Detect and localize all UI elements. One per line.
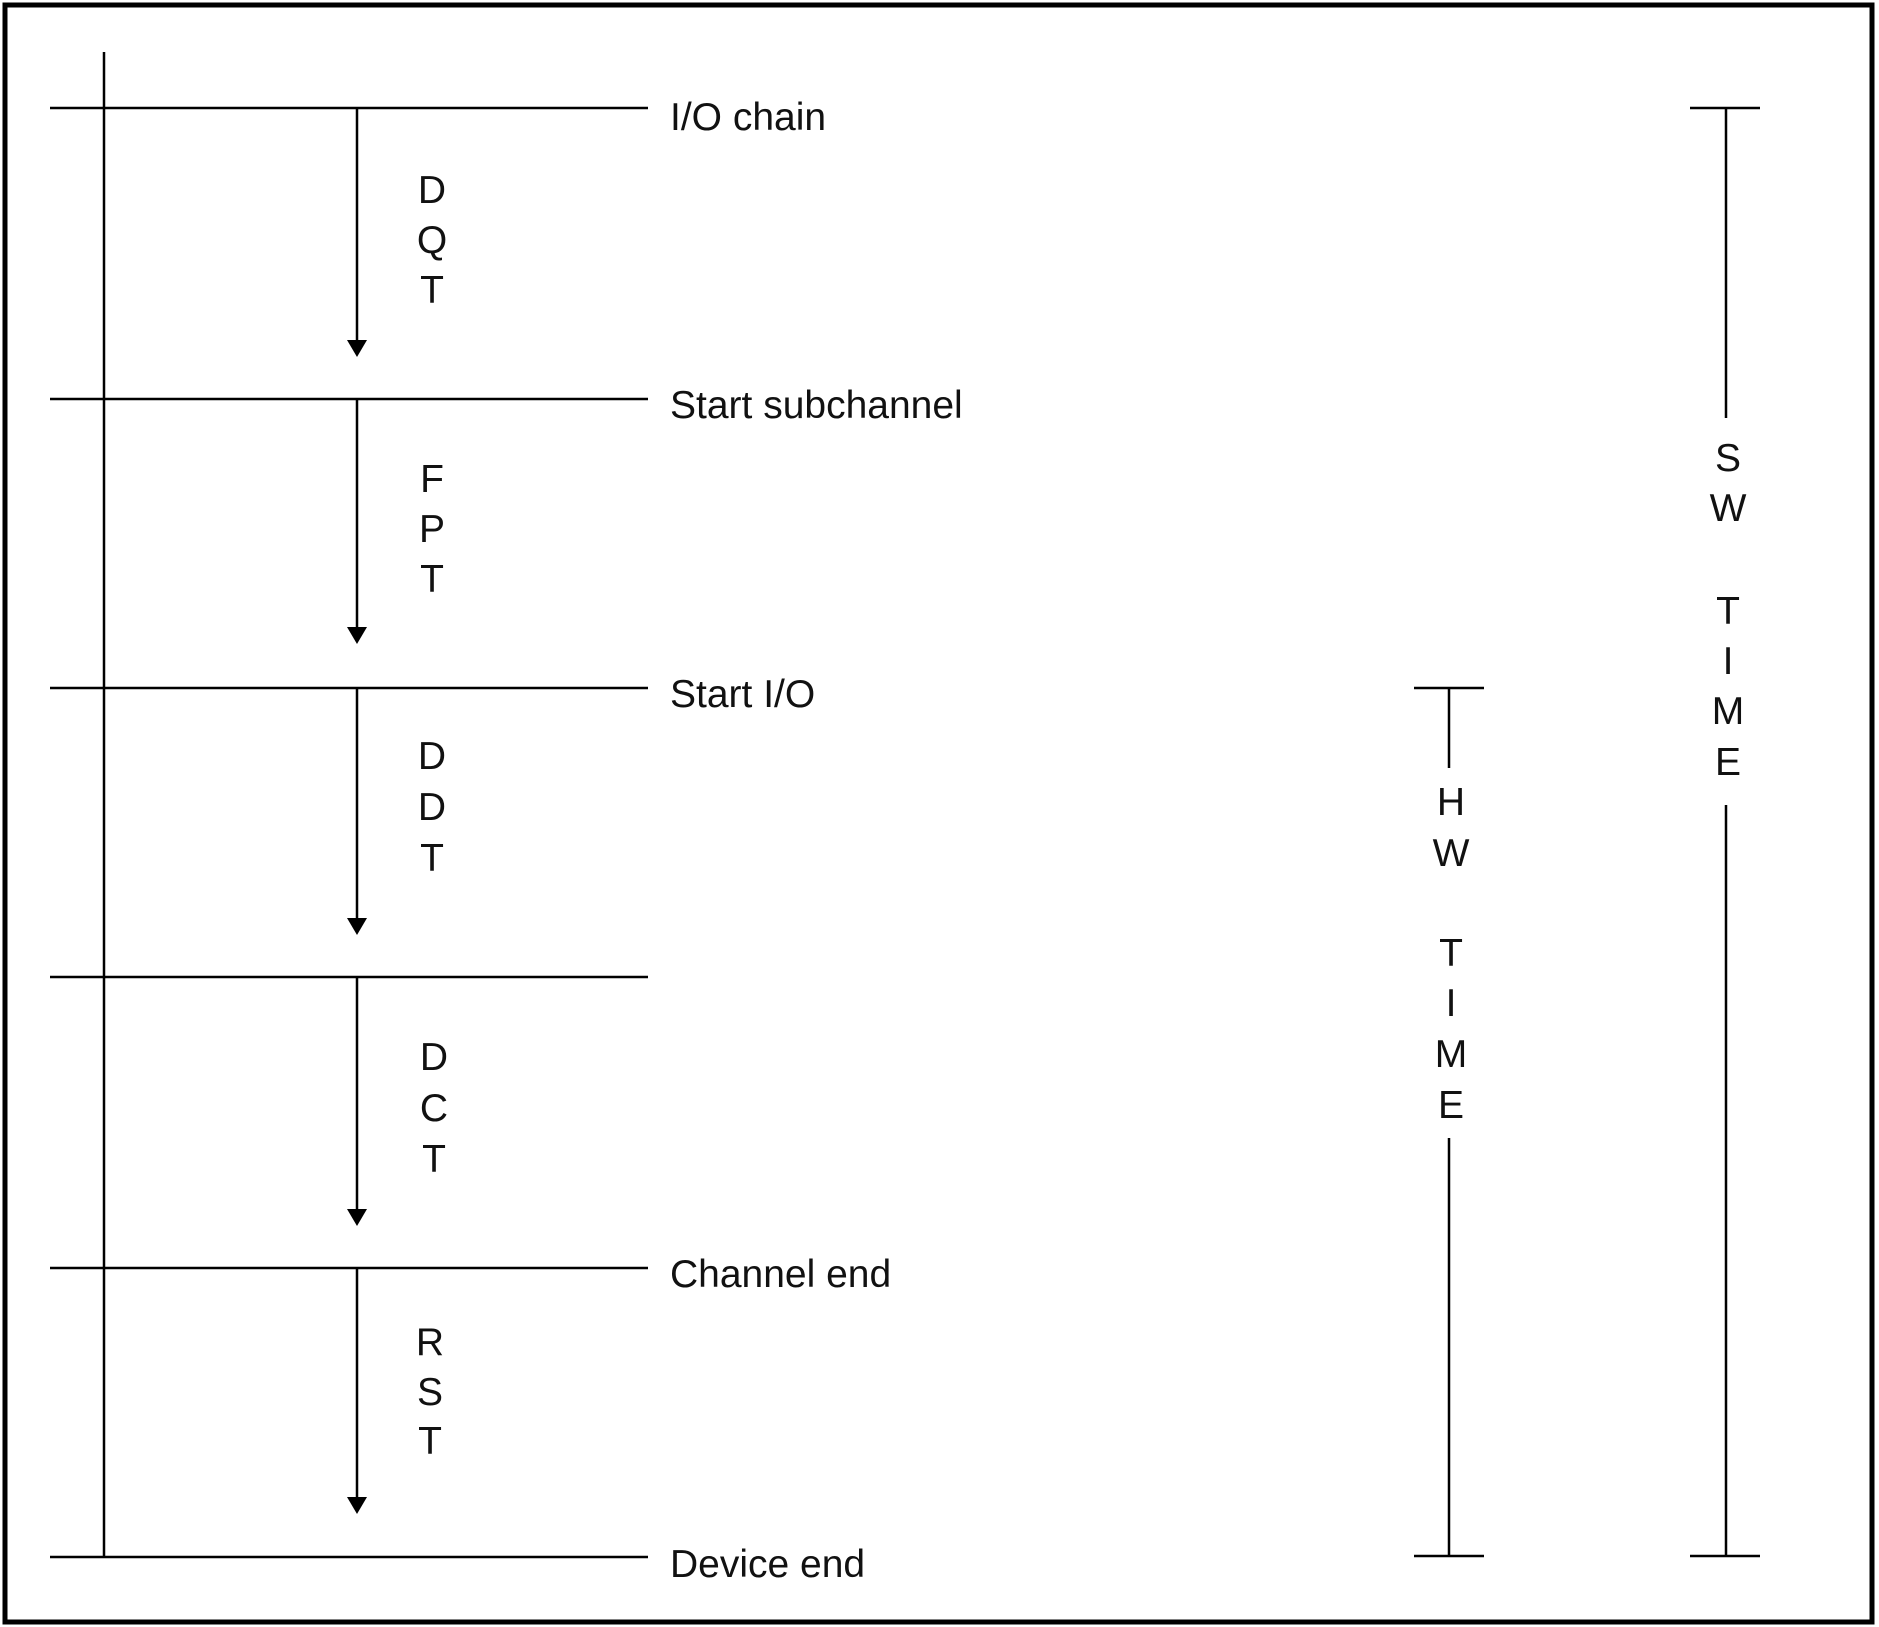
interval-arrow-0 [347, 108, 367, 357]
interval-letter: S [417, 1371, 443, 1414]
event-label: I/O chain [670, 96, 826, 139]
interval-letter: T [420, 837, 444, 880]
arrowhead [347, 918, 367, 935]
interval-letter: Q [417, 219, 447, 262]
event-label: Device end [670, 1543, 865, 1586]
arrowhead [347, 340, 367, 357]
interval-label-0: D Q T [417, 169, 447, 312]
interval-label-2: D D T [418, 735, 446, 880]
span-letter: E [1438, 1084, 1464, 1127]
arrowhead [347, 627, 367, 644]
interval-letter: R [416, 1321, 444, 1364]
interval-letter: D [420, 1036, 448, 1079]
span-letter: I [1446, 982, 1457, 1025]
span-letter: M [1435, 1033, 1468, 1076]
arrowhead [347, 1209, 367, 1226]
interval-arrow-1 [347, 399, 367, 644]
sw-time-span: S W T I M E [1690, 106, 1760, 1558]
interval-arrow-3 [347, 977, 367, 1226]
span-letter: W [1433, 832, 1470, 875]
interval-letter: C [420, 1087, 448, 1130]
span-letter: M [1712, 690, 1745, 733]
interval-arrow-2 [347, 688, 367, 935]
interval-letter: T [418, 1420, 442, 1463]
event-2: Start I/O [50, 673, 815, 716]
interval-letter: T [420, 269, 444, 312]
hw-time-span: H W T I M E [1414, 686, 1484, 1558]
interval-letter: D [418, 735, 446, 778]
interval-letter: P [419, 508, 445, 551]
interval-arrow-4 [347, 1268, 367, 1514]
span-letter: W [1710, 487, 1747, 530]
span-letter: E [1715, 741, 1741, 784]
interval-letter: D [418, 169, 446, 212]
interval-label-3: D C T [420, 1036, 448, 1181]
interval-label-1: F P T [419, 458, 445, 601]
span-letter: T [1716, 590, 1740, 633]
interval-letter: F [420, 458, 444, 501]
interval-label-4: R S T [416, 1321, 444, 1463]
event-label: Start subchannel [670, 384, 963, 427]
event-5: Device end [50, 1543, 865, 1586]
interval-letter: T [422, 1138, 446, 1181]
span-letter: H [1437, 781, 1465, 824]
arrowhead [347, 1497, 367, 1514]
span-letter: T [1439, 932, 1463, 975]
interval-letter: T [420, 558, 444, 601]
event-4: Channel end [50, 1253, 891, 1296]
event-label: Channel end [670, 1253, 891, 1296]
event-0: I/O chain [50, 96, 826, 139]
span-letter: I [1723, 640, 1734, 683]
event-label: Start I/O [670, 673, 815, 716]
interval-letter: D [418, 786, 446, 829]
span-letter: S [1715, 437, 1741, 480]
event-1: Start subchannel [50, 384, 963, 427]
